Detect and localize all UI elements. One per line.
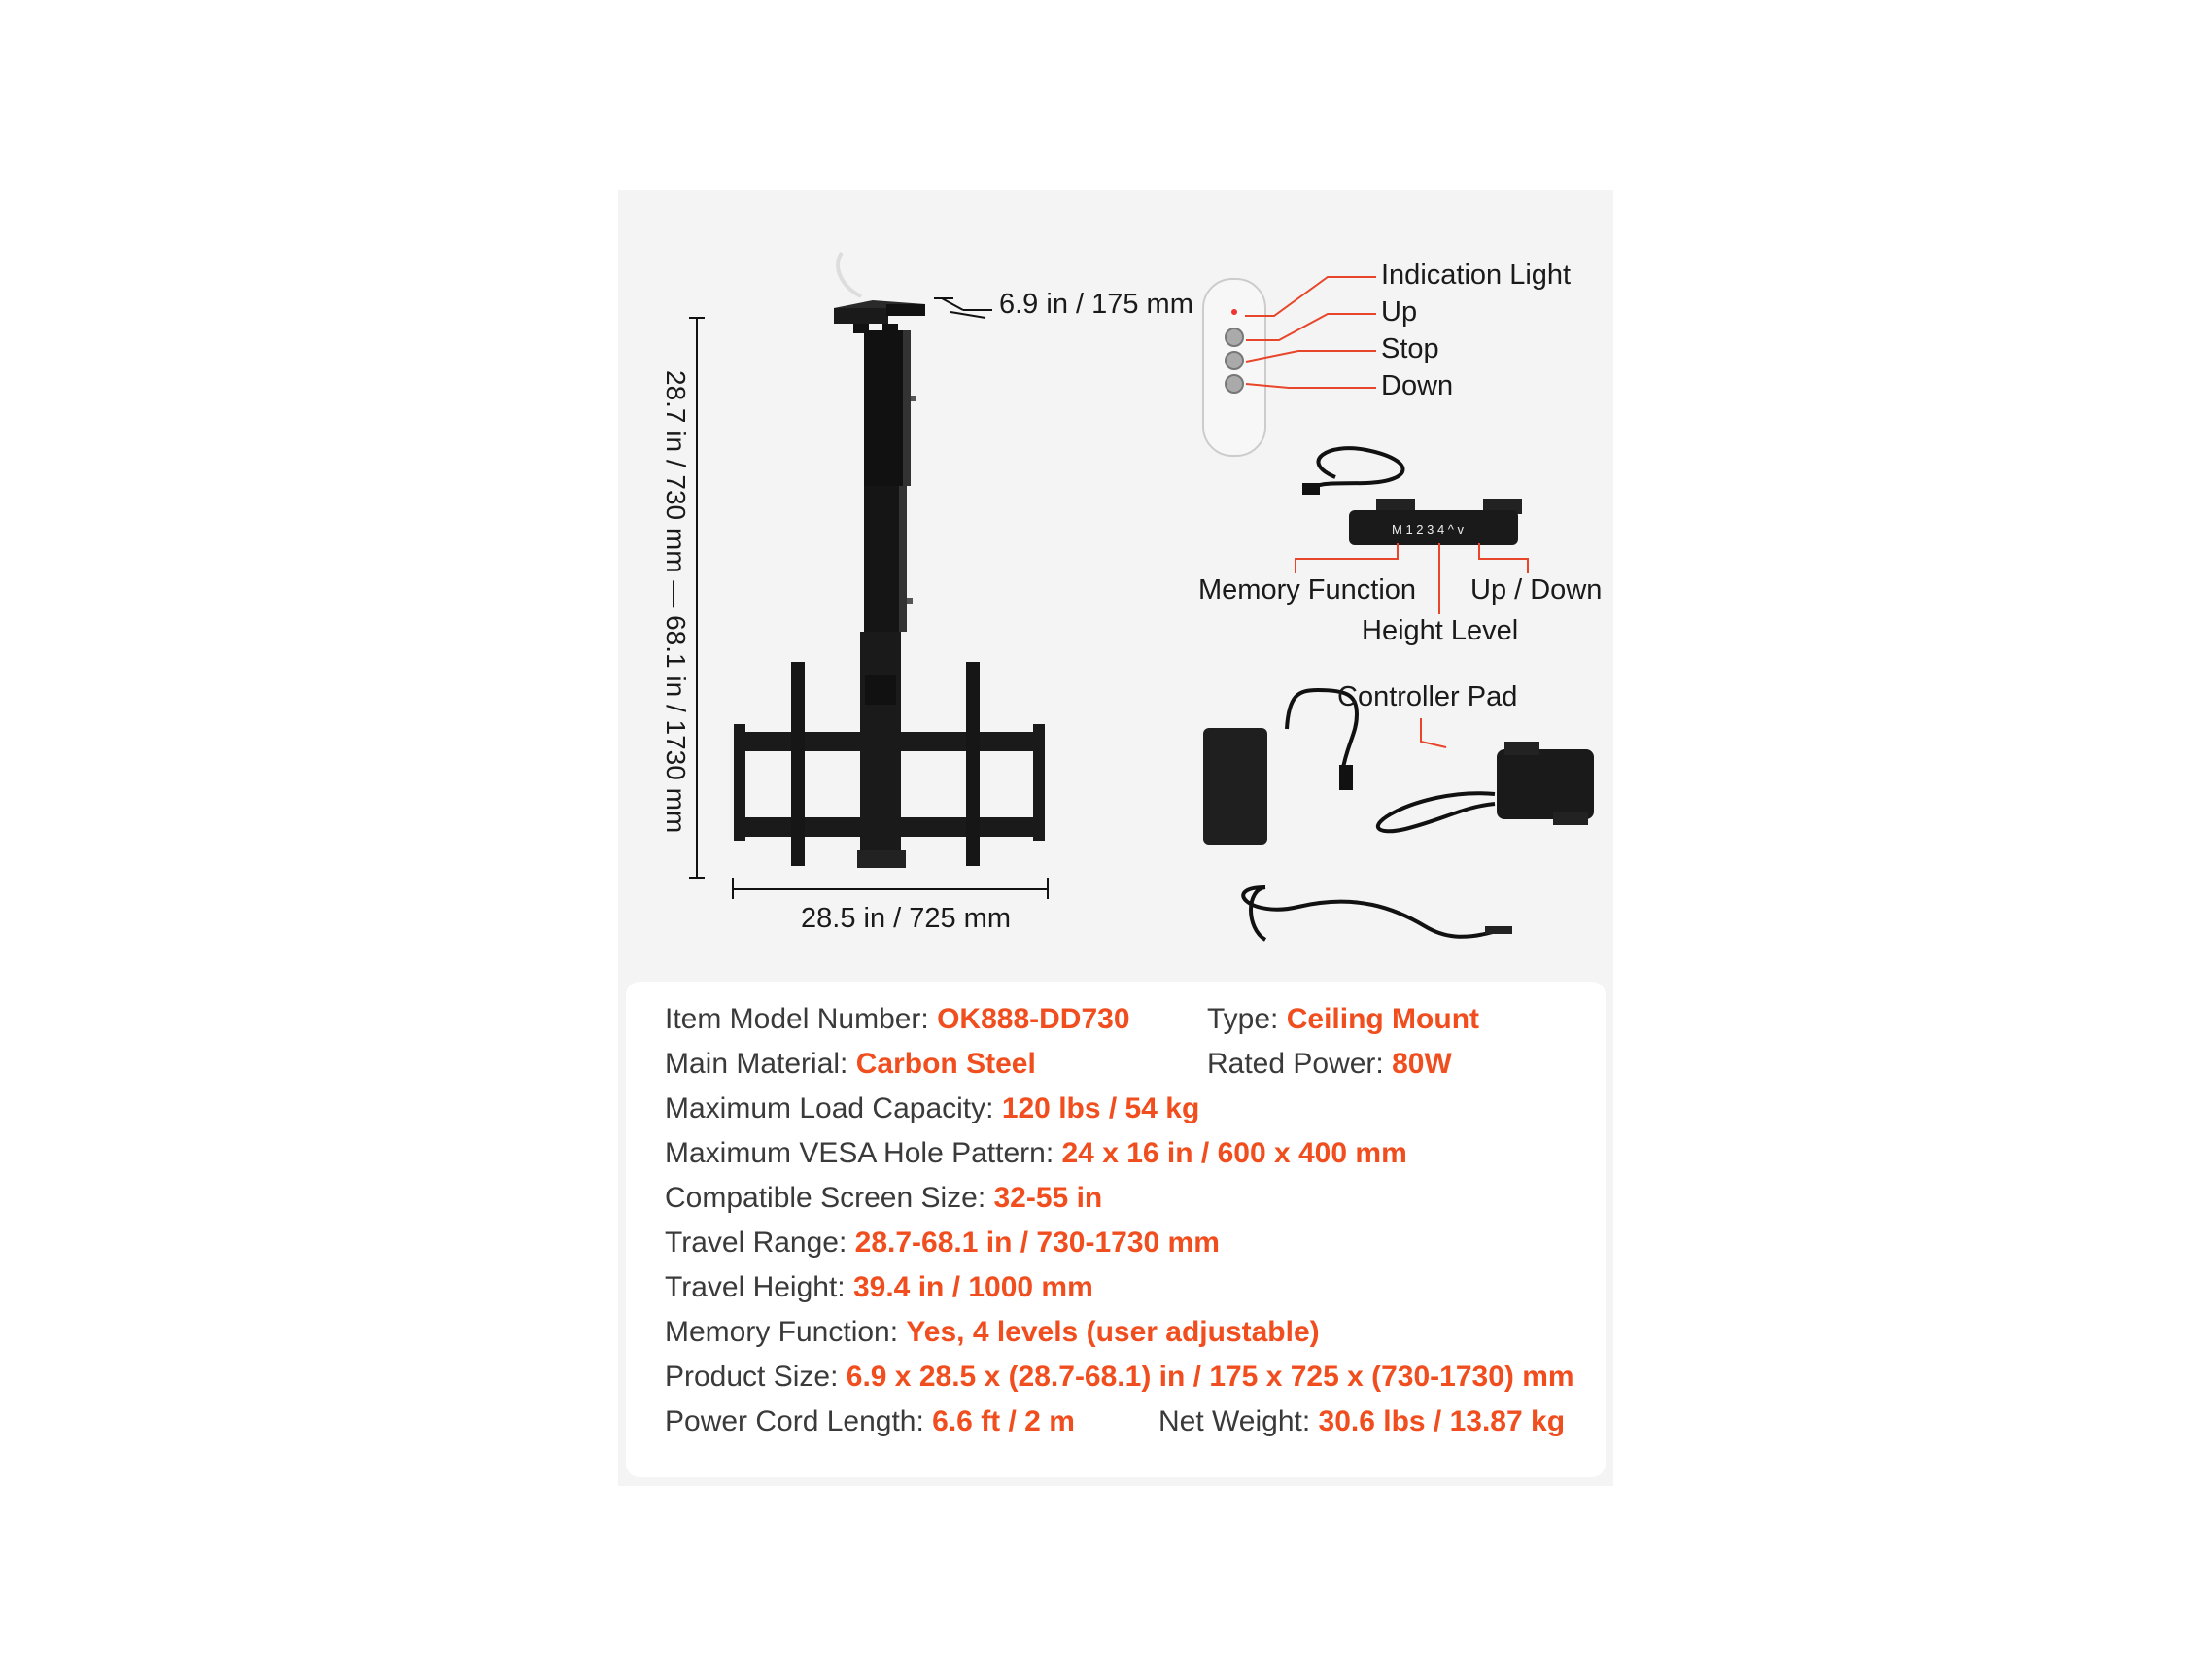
- spec-value: 32-55 in: [993, 1182, 1103, 1214]
- spec-value: 39.4 in / 1000 mm: [852, 1271, 1093, 1303]
- spec-value: Ceiling Mount: [1286, 1003, 1480, 1035]
- keypad-keys-text: M 1 2 3 4 ^ v: [1392, 522, 1465, 536]
- top-dim-label: 6.9 in / 175 mm: [999, 289, 1193, 320]
- spec-value: Carbon Steel: [855, 1048, 1036, 1080]
- spec-power: Rated Power: 80W: [1207, 1048, 1452, 1081]
- keypad-label-height: Height Level: [1362, 615, 1519, 646]
- spec-material: Main Material: Carbon Steel: [665, 1048, 1036, 1081]
- spec-value: OK888-DD730: [937, 1003, 1130, 1035]
- spec-travel-height: Travel Height: 39.4 in / 1000 mm: [665, 1271, 1093, 1304]
- remote-label-down: Down: [1381, 370, 1454, 401]
- spec-label: Compatible Screen Size:: [665, 1182, 994, 1214]
- top-dimension: [934, 297, 992, 319]
- width-dimension: [732, 878, 1049, 899]
- height-dim-label: 28.7 in / 730 mm — 68.1 in / 1730 mm: [661, 370, 691, 833]
- spec-travel-range: Travel Range: 28.7-68.1 in / 730-1730 mm: [665, 1227, 1220, 1260]
- spec-label: Main Material:: [665, 1048, 856, 1080]
- keypad-label-updown: Up / Down: [1470, 574, 1603, 605]
- spec-label: Rated Power:: [1207, 1048, 1393, 1080]
- width-dim-label: 28.5 in / 725 mm: [801, 903, 1011, 934]
- spec-label: Power Cord Length:: [665, 1405, 933, 1437]
- power-accessories-drawing: [1203, 687, 1594, 942]
- spec-label: Type:: [1207, 1003, 1287, 1035]
- spec-label: Memory Function:: [665, 1316, 907, 1348]
- keypad-label-memory: Memory Function: [1198, 574, 1417, 605]
- spec-type: Type: Ceiling Mount: [1207, 1003, 1479, 1036]
- spec-label: Maximum Load Capacity:: [665, 1092, 1002, 1124]
- spec-value: Yes, 4 levels (user adjustable): [906, 1316, 1320, 1348]
- spec-value: 24 x 16 in / 600 x 400 mm: [1061, 1137, 1407, 1169]
- keypad-drawing: M 1 2 3 4 ^ v: [1295, 446, 1529, 614]
- remote-drawing: [1202, 276, 1376, 457]
- spec-size: Product Size: 6.9 x 28.5 x (28.7-68.1) i…: [665, 1361, 1574, 1394]
- spec-value: 80W: [1392, 1048, 1452, 1080]
- spec-vesa: Maximum VESA Hole Pattern: 24 x 16 in / …: [665, 1137, 1407, 1170]
- remote-label-stop: Stop: [1381, 333, 1439, 364]
- spec-load: Maximum Load Capacity: 120 lbs / 54 kg: [665, 1092, 1199, 1125]
- spec-cord: Power Cord Length: 6.6 ft / 2 m: [665, 1405, 1075, 1438]
- height-dimension: 28.7 in / 730 mm — 68.1 in / 1730 mm: [661, 317, 705, 879]
- product-diagram: 28.7 in / 730 mm — 68.1 in / 1730 mm: [661, 251, 1594, 942]
- remote-label-up: Up: [1381, 296, 1418, 328]
- spec-value: 28.7-68.1 in / 730-1730 mm: [854, 1227, 1220, 1259]
- spec-model: Item Model Number: OK888-DD730: [665, 1003, 1130, 1036]
- specs-panel: Item Model Number: OK888-DD730 Type: Cei…: [626, 982, 1606, 1477]
- spec-value: 30.6 lbs / 13.87 kg: [1318, 1405, 1566, 1437]
- spec-label: Net Weight:: [1158, 1405, 1319, 1437]
- spec-label: Maximum VESA Hole Pattern:: [665, 1137, 1062, 1169]
- controller-pad-label: Controller Pad: [1337, 681, 1518, 712]
- spec-value: 6.6 ft / 2 m: [932, 1405, 1075, 1437]
- spec-label: Product Size:: [665, 1361, 847, 1393]
- spec-value: 120 lbs / 54 kg: [1001, 1092, 1200, 1124]
- ceiling-mount-drawing: [734, 251, 1045, 868]
- spec-memory: Memory Function: Yes, 4 levels (user adj…: [665, 1316, 1320, 1349]
- spec-weight: Net Weight: 30.6 lbs / 13.87 kg: [1158, 1405, 1565, 1438]
- spec-label: Item Model Number:: [665, 1003, 938, 1035]
- spec-label: Travel Height:: [665, 1271, 853, 1303]
- spec-screen: Compatible Screen Size: 32-55 in: [665, 1182, 1102, 1215]
- product-card: 28.7 in / 730 mm — 68.1 in / 1730 mm: [618, 190, 1613, 1486]
- spec-label: Travel Range:: [665, 1227, 855, 1259]
- remote-label-indication: Indication Light: [1381, 259, 1572, 291]
- spec-value: 6.9 x 28.5 x (28.7-68.1) in / 175 x 725 …: [846, 1361, 1574, 1393]
